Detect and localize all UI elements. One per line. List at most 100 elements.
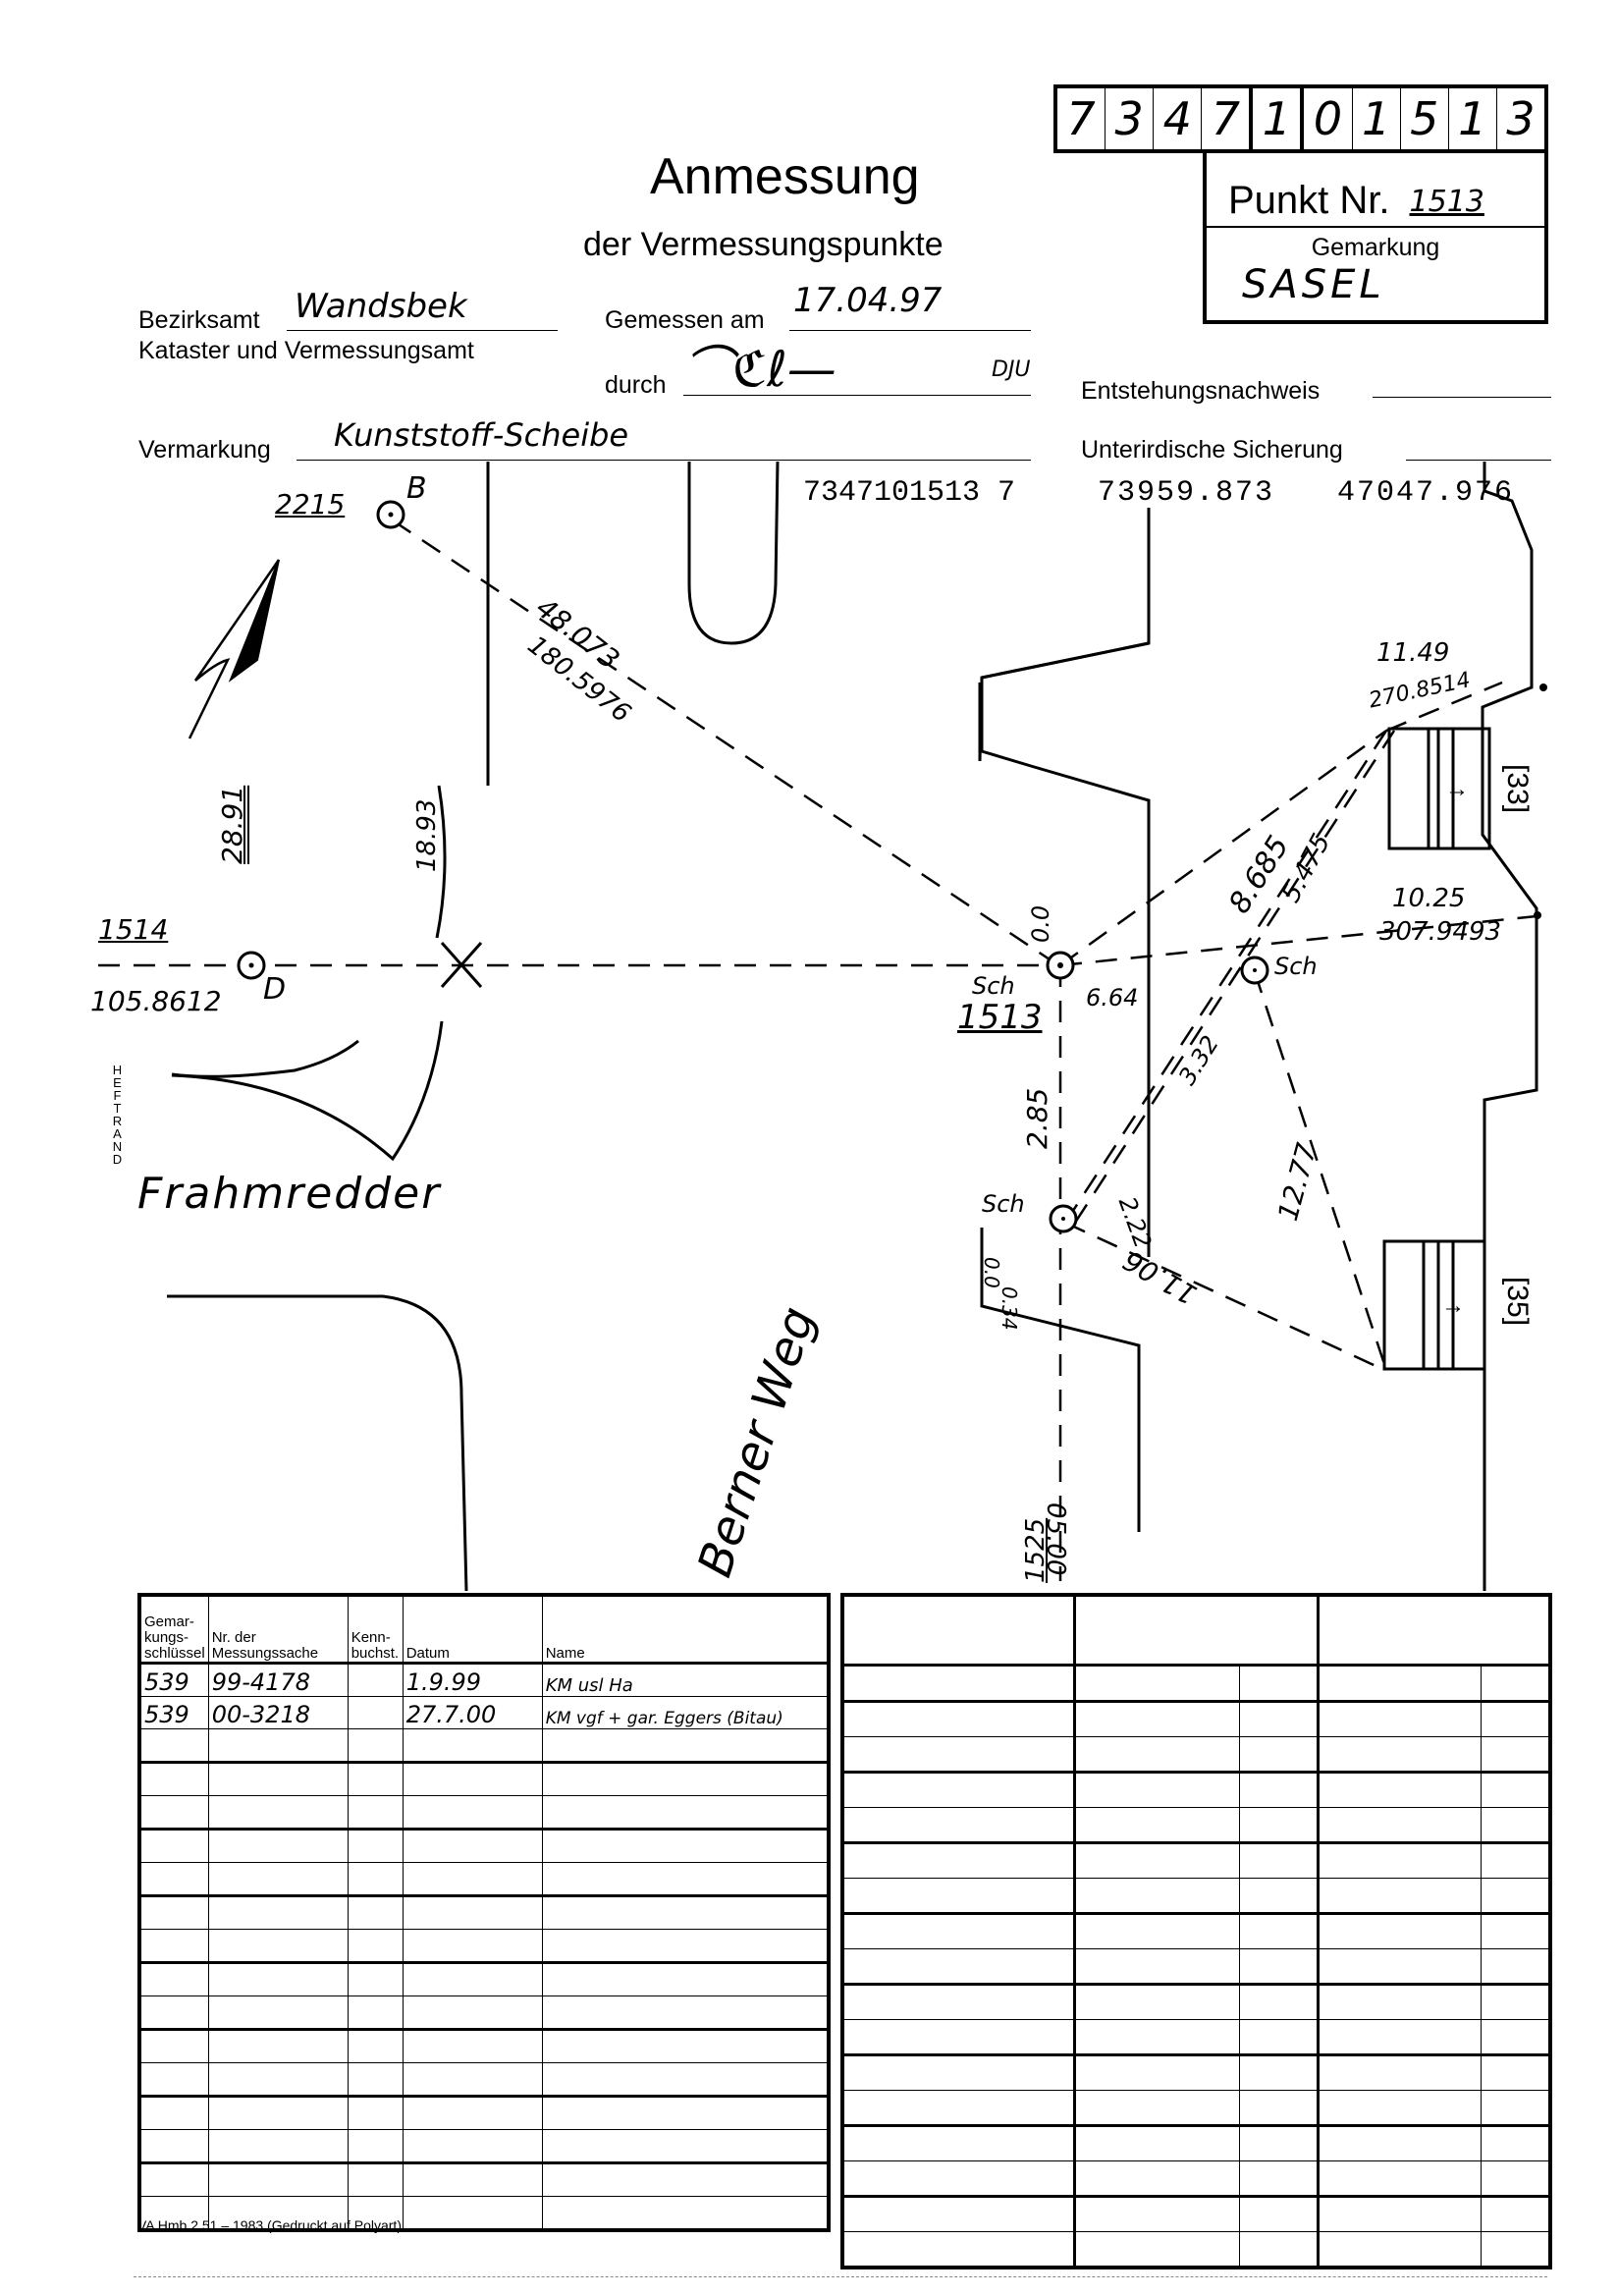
empty-cell[interactable] — [1480, 2053, 1551, 2091]
empty-cell[interactable] — [402, 2196, 543, 2231]
empty-cell[interactable] — [1316, 1878, 1482, 1914]
empty-cell[interactable] — [402, 1728, 543, 1763]
empty-cell[interactable] — [1238, 1878, 1319, 1914]
empty-cell[interactable] — [841, 1736, 1075, 1773]
empty-cell[interactable] — [1238, 1948, 1319, 1985]
empty-cell[interactable] — [841, 2160, 1075, 2197]
empty-cell[interactable] — [347, 1795, 404, 1830]
empty-cell[interactable] — [1072, 1912, 1240, 1949]
empty-cell[interactable] — [1238, 1807, 1319, 1843]
empty-cell[interactable] — [1238, 1665, 1319, 1702]
empty-cell[interactable] — [347, 2062, 404, 2097]
empty-cell[interactable] — [207, 2095, 349, 2130]
empty-cell[interactable] — [207, 1828, 349, 1863]
empty-cell[interactable] — [402, 2129, 543, 2163]
empty-cell[interactable] — [347, 1929, 404, 1963]
vermarkung-value[interactable]: Kunststoff-Scheibe — [334, 416, 629, 454]
empty-cell[interactable] — [402, 2062, 543, 2097]
empty-cell[interactable] — [1072, 2231, 1240, 2269]
empty-cell[interactable] — [1238, 1700, 1319, 1737]
empty-cell[interactable] — [1072, 1807, 1240, 1843]
empty-cell[interactable] — [402, 1995, 543, 2030]
empty-cell[interactable] — [1072, 1771, 1240, 1808]
empty-cell[interactable] — [841, 2124, 1075, 2161]
empty-cell[interactable] — [841, 2090, 1075, 2126]
empty-cell[interactable] — [841, 1771, 1075, 1808]
empty-cell[interactable] — [138, 1894, 209, 1930]
empty-cell[interactable] — [402, 1761, 543, 1796]
empty-cell[interactable] — [1316, 2231, 1482, 2269]
empty-cell[interactable] — [1480, 1912, 1551, 1949]
empty-cell[interactable] — [207, 1995, 349, 2030]
empty-cell[interactable] — [1072, 2019, 1240, 2055]
empty-cell[interactable] — [1316, 2195, 1482, 2232]
empty-cell[interactable] — [1480, 2124, 1551, 2161]
empty-cell[interactable] — [1238, 2231, 1319, 2269]
durch-value[interactable]: DJU — [992, 357, 1031, 382]
empty-cell[interactable] — [541, 2129, 830, 2163]
empty-cell[interactable] — [138, 2028, 209, 2063]
empty-cell[interactable] — [347, 2129, 404, 2163]
empty-cell[interactable] — [1316, 1912, 1482, 1949]
empty-cell[interactable] — [1072, 1665, 1240, 1702]
empty-cell[interactable] — [1316, 1700, 1482, 1737]
empty-cell[interactable] — [207, 1894, 349, 1930]
empty-cell[interactable] — [1316, 2019, 1482, 2055]
empty-cell[interactable] — [1238, 2053, 1319, 2091]
empty-cell[interactable] — [541, 2028, 830, 2063]
empty-cell[interactable] — [1072, 2160, 1240, 2197]
empty-cell[interactable] — [347, 1894, 404, 1930]
empty-cell[interactable] — [347, 1828, 404, 1863]
empty-cell[interactable] — [841, 2195, 1075, 2232]
empty-cell[interactable] — [1480, 1878, 1551, 1914]
empty-cell[interactable] — [1072, 2124, 1240, 2161]
empty-cell[interactable] — [841, 1983, 1075, 2020]
empty-cell[interactable] — [541, 1929, 830, 1963]
empty-cell[interactable] — [207, 1795, 349, 1830]
empty-cell[interactable] — [841, 1878, 1075, 1914]
empty-cell[interactable] — [402, 1828, 543, 1863]
empty-cell[interactable] — [1238, 1736, 1319, 1773]
empty-cell[interactable] — [347, 1995, 404, 2030]
empty-cell[interactable] — [1316, 1948, 1482, 1985]
empty-cell[interactable] — [1238, 2019, 1319, 2055]
empty-cell[interactable] — [1238, 1983, 1319, 2020]
empty-cell[interactable] — [347, 1728, 404, 1763]
empty-cell[interactable] — [347, 2095, 404, 2130]
empty-cell[interactable] — [1480, 2090, 1551, 2126]
empty-cell[interactable] — [402, 1795, 543, 1830]
empty-cell[interactable] — [347, 1761, 404, 1796]
empty-cell[interactable] — [207, 2196, 349, 2231]
empty-cell[interactable] — [207, 1862, 349, 1896]
empty-cell[interactable] — [841, 1665, 1075, 1702]
empty-cell[interactable] — [138, 1995, 209, 2030]
empty-cell[interactable] — [138, 1862, 209, 1896]
empty-cell[interactable] — [1480, 2231, 1551, 2269]
empty-cell[interactable] — [541, 1862, 830, 1896]
empty-cell[interactable] — [1480, 1948, 1551, 1985]
empty-cell[interactable] — [1238, 2090, 1319, 2126]
empty-cell[interactable] — [347, 1961, 404, 1996]
empty-cell[interactable] — [402, 2161, 543, 2197]
empty-cell[interactable] — [1238, 2195, 1319, 2232]
empty-cell[interactable] — [1316, 1736, 1482, 1773]
empty-cell[interactable] — [138, 1828, 209, 1863]
empty-cell[interactable] — [841, 2231, 1075, 2269]
empty-cell[interactable] — [207, 1961, 349, 1996]
empty-cell[interactable] — [541, 1828, 830, 1863]
empty-cell[interactable] — [541, 2062, 830, 2097]
empty-cell[interactable] — [347, 2028, 404, 2063]
empty-cell[interactable] — [541, 2161, 830, 2197]
empty-cell[interactable] — [1072, 1948, 1240, 1985]
empty-cell[interactable] — [1316, 2124, 1482, 2161]
empty-cell[interactable] — [1072, 1841, 1240, 1879]
empty-cell[interactable] — [1238, 1841, 1319, 1879]
empty-cell[interactable] — [1072, 1700, 1240, 1737]
empty-cell[interactable] — [207, 1761, 349, 1796]
empty-cell[interactable] — [1480, 1700, 1551, 1737]
empty-cell[interactable] — [1316, 1841, 1482, 1879]
empty-cell[interactable] — [138, 1728, 209, 1763]
empty-cell[interactable] — [541, 1961, 830, 1996]
empty-cell[interactable] — [1072, 1736, 1240, 1773]
empty-cell[interactable] — [1480, 2019, 1551, 2055]
